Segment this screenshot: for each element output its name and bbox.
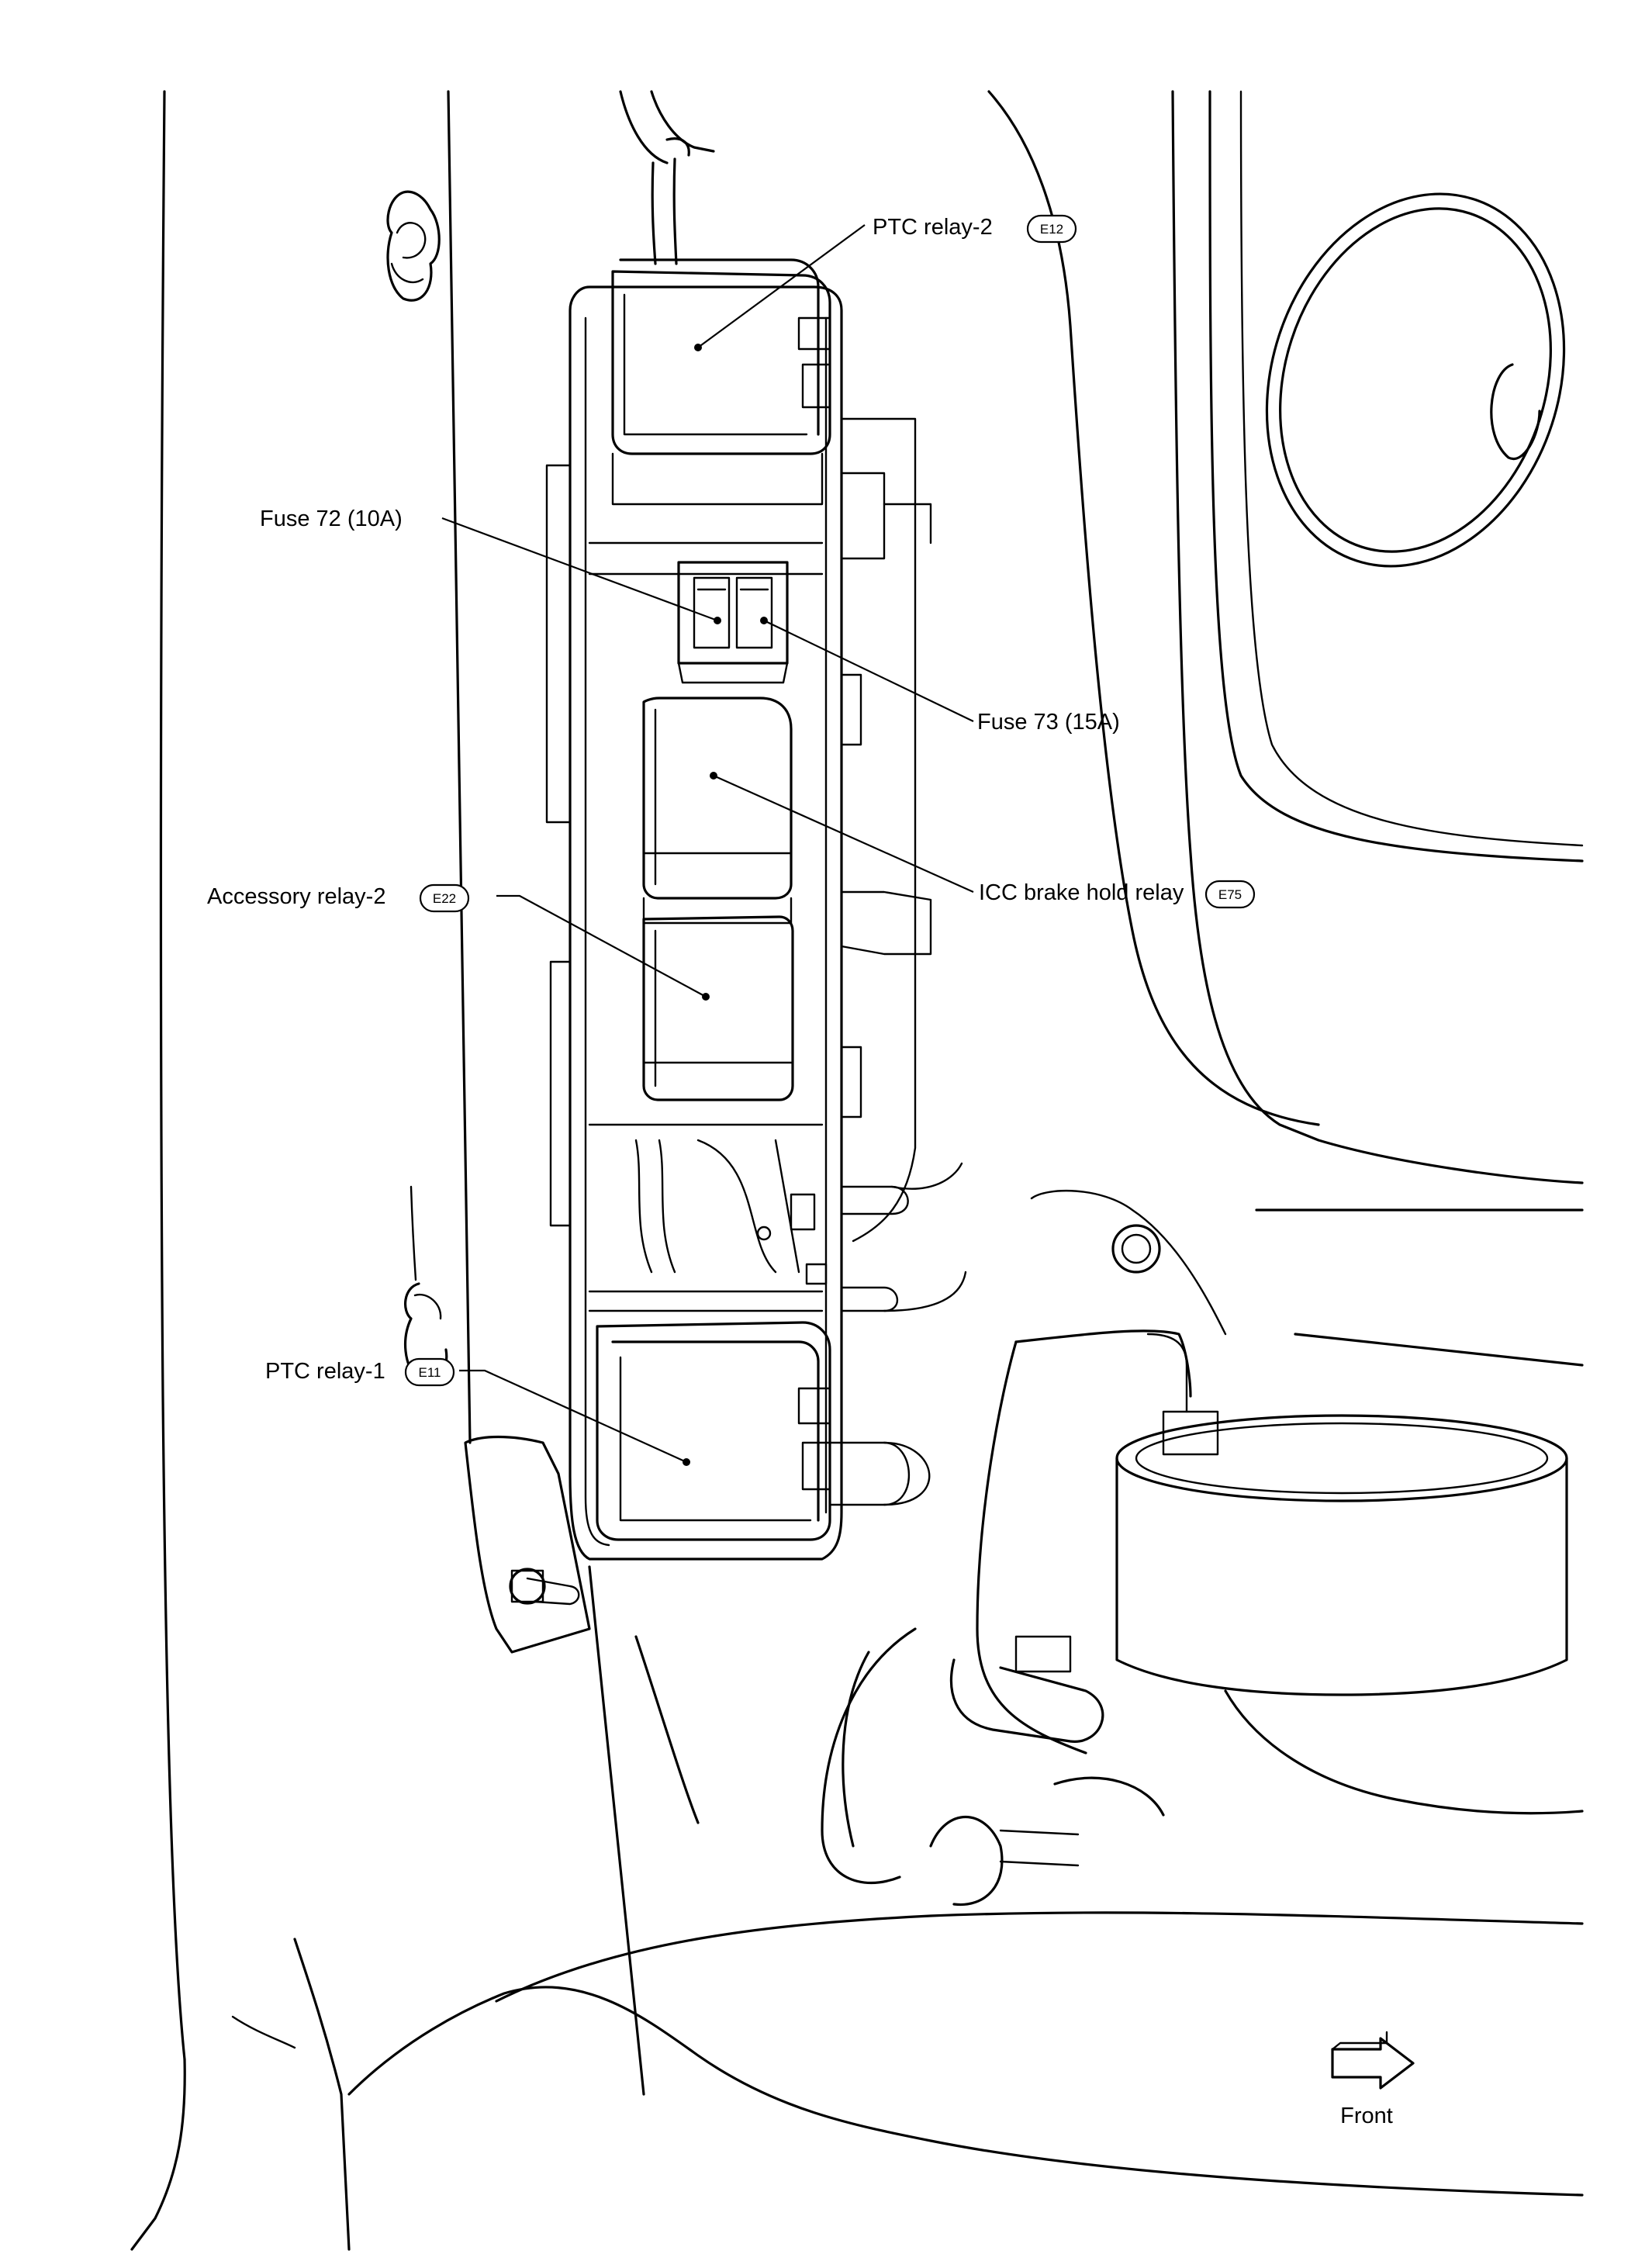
fuse-72-label: Fuse 72 (10A)	[260, 506, 403, 531]
pointer-fuse-73	[760, 617, 768, 624]
accessory-relay-2-label: Accessory relay-2	[207, 884, 385, 909]
ptc-relay-2-label: PTC relay-2	[873, 215, 993, 240]
mounting-stud	[464, 1435, 591, 1654]
icc-brake-hold-relay-body	[642, 697, 793, 925]
leader-accessory-relay-2	[496, 894, 707, 997]
label-ptc-relay-1: PTC relay-1 E11	[265, 1357, 455, 1387]
accessory-relay-2-code: E22	[433, 891, 456, 906]
right-arrow-icon	[1331, 2037, 1415, 2090]
leaders	[441, 224, 974, 1466]
lower-components	[231, 1190, 1584, 2251]
leader-fuse-72	[441, 517, 718, 622]
ptc-relay-2-body	[611, 258, 831, 506]
leader-ptc-relay-1	[459, 1369, 687, 1464]
leader-icc-brake-hold-relay	[713, 774, 974, 894]
clip-top-left	[386, 190, 441, 302]
ptc-relay-1-body	[596, 1321, 931, 1541]
label-ptc-relay-2: PTC relay-2 E12	[873, 214, 1077, 244]
front-label: Front	[1340, 2104, 1393, 2128]
ptc-relay-2-code: E12	[1040, 222, 1063, 237]
fuse-block	[677, 561, 789, 684]
front-indicator: Front	[1331, 2031, 1415, 2128]
pointer-fuse-72	[714, 617, 721, 624]
icc-brake-hold-relay-label: ICC brake hold relay	[979, 880, 1184, 905]
icc-brake-hold-relay-code: E75	[1218, 887, 1242, 902]
accessory-relay-2-body	[642, 915, 794, 1101]
relay-bracket	[545, 90, 967, 1561]
fuse-73-label: Fuse 73 (15A)	[977, 710, 1120, 735]
leader-fuse-73	[763, 620, 974, 722]
pointer-icc-brake-hold-relay	[710, 772, 717, 780]
label-fuse-73: Fuse 73 (15A)	[977, 710, 1120, 735]
pointer-ptc-relay-2	[694, 344, 702, 351]
leader-ptc-relay-2	[697, 224, 866, 348]
pointer-ptc-relay-1	[683, 1458, 690, 1466]
ptc-relay-1-code: E11	[419, 1365, 441, 1380]
label-fuse-72: Fuse 72 (10A)	[260, 506, 403, 531]
label-icc-brake-hold-relay: ICC brake hold relay E75	[979, 880, 1256, 909]
oval-cover	[1265, 192, 1566, 568]
ptc-relay-1-label: PTC relay-1	[265, 1359, 385, 1384]
label-accessory-relay-2: Accessory relay-2 E22	[207, 883, 470, 913]
body-panel-lines	[130, 90, 1584, 2251]
pointer-accessory-relay-2	[702, 993, 710, 1001]
